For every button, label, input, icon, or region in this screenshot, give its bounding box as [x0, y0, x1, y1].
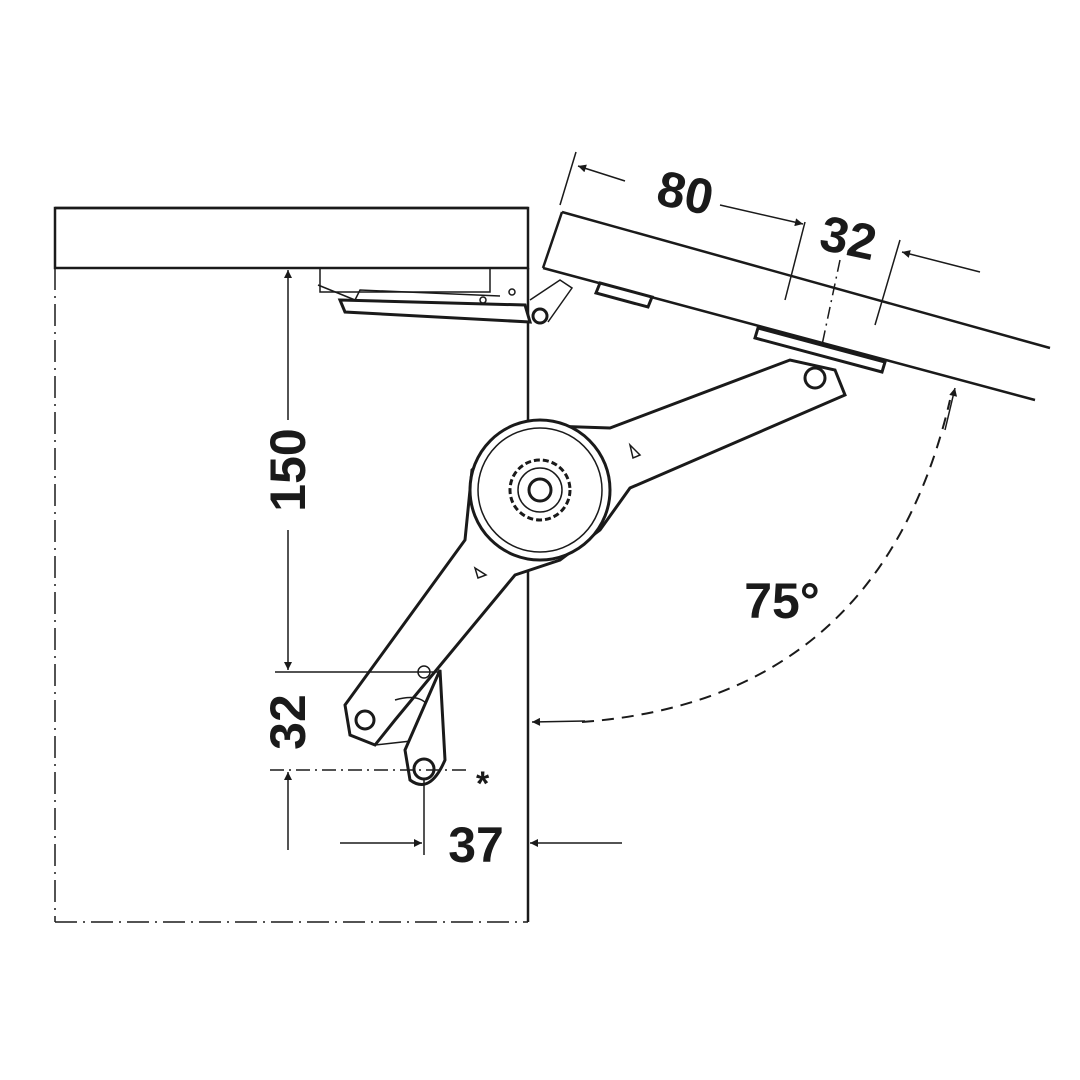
dimension-label-32-vertical: 32 — [260, 694, 316, 750]
cabinet-top-panel — [53, 206, 530, 270]
dimension-32-lid: 32 — [815, 205, 981, 346]
angle-75: 75° — [531, 387, 958, 726]
footnote-marker: * — [476, 765, 490, 803]
cabinet — [53, 206, 530, 923]
dimension-80: 80 — [559, 151, 901, 326]
lift-arm — [343, 358, 847, 786]
dimension-label-80: 80 — [652, 160, 718, 226]
open-lid — [541, 210, 1051, 402]
arm-pivot — [354, 709, 376, 731]
mounting-hole — [412, 757, 436, 781]
angle-label: 75° — [744, 573, 820, 629]
dimension-150: 150 — [260, 270, 316, 670]
dimension-label-37: 37 — [448, 817, 504, 873]
dimension-label-32-lid: 32 — [815, 205, 881, 271]
dimension-label-150: 150 — [260, 428, 316, 511]
top-mounting-plate — [317, 268, 574, 325]
lid-pivot — [803, 366, 827, 390]
dimension-32-vertical: 32 * — [260, 671, 490, 850]
dimension-37: 37 — [340, 780, 622, 873]
